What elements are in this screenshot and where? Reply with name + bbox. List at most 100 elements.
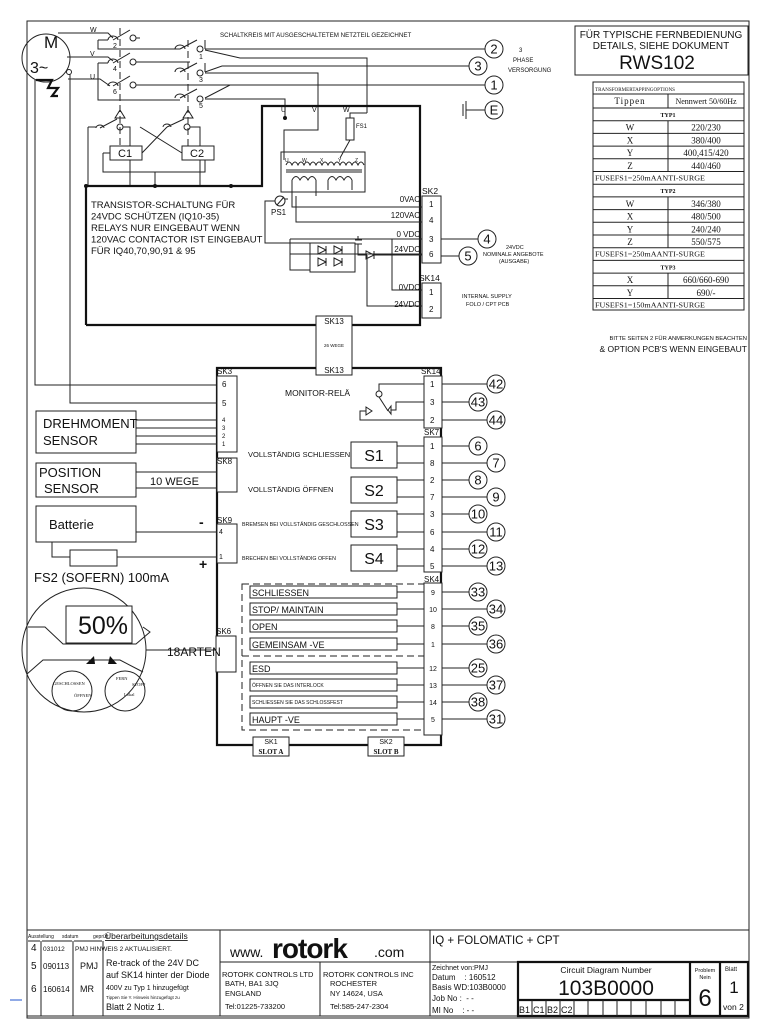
table-rating: 380/400: [691, 135, 721, 145]
position-sensor-box: [35, 462, 137, 498]
sk13-middle: 26 WEGE: [324, 343, 344, 348]
grid-cell: C1: [533, 1005, 545, 1015]
terminal-33: [468, 582, 488, 602]
transformer-tapping-table: TRANSFORMERTAPPINGOPTIONS Tippen Nennwert …: [592, 81, 745, 311]
display-value: 50%: [78, 612, 128, 640]
coil-c2-box: [181, 145, 215, 161]
terminal-25: [468, 658, 488, 678]
revision-date: 031012: [43, 946, 65, 953]
terminal-2: [484, 39, 504, 59]
terminal-label-34: 34: [489, 602, 503, 617]
motor-brake-icon: [36, 78, 61, 98]
tap-w: W: [302, 158, 307, 164]
table-header-rating: Nennwert 50/60Hz: [675, 97, 737, 106]
sk14-supply-pin: 1: [429, 288, 434, 297]
reference-box: [574, 25, 749, 76]
switch-s4: [350, 544, 398, 572]
circuit-number: 103B0000: [558, 977, 654, 1000]
position-cable-label: 10 WEGE: [150, 476, 199, 488]
selector-knob-left: [51, 670, 93, 712]
sk9-pin-4: 4: [219, 529, 223, 536]
switch-id: S2: [364, 483, 384, 500]
battery-plus: +: [199, 556, 207, 572]
sk4-input-box: [249, 661, 398, 675]
sk9-name: SK9: [217, 516, 233, 525]
supply-label-2: PHASE: [513, 58, 533, 64]
mi-no: MI No : - -: [432, 1006, 475, 1015]
switch-label: VOLLSTÄNDIG ÖFFNEN: [248, 485, 333, 494]
table-tap: Y: [627, 224, 634, 234]
sk4-input-label: SCHLIESSEN SIE DAS SCHLOSSFEST: [252, 700, 343, 706]
revision-by: PMJ: [75, 946, 88, 953]
sk7-pin: 5: [430, 562, 435, 571]
table-rating: 220/230: [691, 123, 721, 133]
company-us-line: ROCHESTER: [330, 979, 378, 988]
contact-label-2: 2: [113, 43, 117, 50]
sk14-supply-signal: 24VDC: [394, 300, 420, 309]
revision-by: PMJ: [80, 961, 98, 971]
sk2-pin: 6: [429, 250, 434, 259]
display-cable-label: 18ARTEN: [167, 645, 221, 659]
nominal-note-2: NOMINALE ANGEBOTE: [483, 252, 544, 258]
sk9-pin-1: 1: [219, 554, 223, 561]
contact-label-3: 3: [199, 77, 203, 84]
transistor-note-line: RELAYS NUR EINGEBAUT WENN: [91, 223, 240, 234]
drawing-date: Datum : 160512: [432, 973, 496, 982]
earth-icon: [462, 101, 485, 119]
switch-id: S3: [364, 517, 384, 534]
sk9-connector: [216, 523, 238, 564]
terminal-13: [486, 556, 506, 576]
terminal-label-35: 35: [471, 619, 485, 634]
internal-supply-1: INTERNAL SUPPLY: [462, 294, 512, 300]
revision-detail: 400V zu Typ 1 hinzugefügt: [106, 985, 189, 992]
company-uk-line: ENGLAND: [225, 989, 262, 998]
table-tap: W: [626, 199, 635, 209]
revision-number: 6: [31, 984, 37, 995]
revision-number: 5: [31, 961, 37, 972]
motor-label: M: [44, 33, 58, 52]
switch-label: VOLLSTÄNDIG SCHLIESSEN: [248, 450, 350, 459]
issue-label-1: Problem: [695, 968, 716, 974]
sk2-signal: 120VAC: [391, 211, 420, 220]
terminal-label-4: 4: [483, 232, 490, 247]
revision-date: 160614: [43, 985, 70, 994]
wire-motor-sk3-5: [69, 74, 217, 404]
terminal-label-36: 36: [489, 637, 503, 652]
company-uk-line: Tel:01225-733200: [225, 1002, 285, 1011]
fuse-fs1-label: FS1: [356, 124, 368, 130]
terminal-label-1: 1: [490, 78, 497, 93]
feed-w: [204, 49, 368, 113]
terminal-label-3: 3: [474, 59, 481, 74]
table-fuse: FUSEFS1=250mAANTI-SURGE: [595, 251, 705, 259]
table-tap: W: [626, 123, 635, 133]
slot-a-sk: SK1: [264, 739, 277, 746]
terminal-7: [486, 453, 506, 473]
terminal-42: [486, 374, 506, 394]
switch-id: S4: [364, 551, 384, 568]
sk13-top: SK13: [324, 317, 344, 326]
feed-label-v: V: [312, 107, 317, 114]
table-fuse: FUSEFS1=250mAANTI-SURGE: [595, 175, 705, 183]
transistor-note-line: 120VAC CONTACTOR IST EINGEBAUT: [91, 235, 263, 246]
wire-label-w: W: [90, 27, 97, 34]
logo-suffix: .com: [374, 944, 404, 960]
supply-line-1: [204, 84, 485, 99]
table-rating: 480/500: [691, 212, 721, 222]
motor-symbol: M 3~: [21, 33, 72, 98]
coil-c1-box: [109, 145, 143, 161]
sk7-pin: 8: [430, 459, 435, 468]
switch-id: S1: [364, 448, 384, 465]
basis-wd: Basis WD:103B0000: [432, 983, 506, 992]
sk14-supply-pin: 2: [429, 305, 434, 314]
terminal-label-25: 25: [471, 661, 485, 676]
table-title: TRANSFORMERTAPPINGOPTIONS: [595, 88, 675, 93]
sk4-pin: 1: [431, 642, 435, 649]
grid-cell: C2: [561, 1005, 573, 1015]
sk4-input-label: HAUPT -VE: [252, 715, 300, 725]
feed-u: [205, 98, 286, 118]
terminal-44: [486, 410, 506, 430]
terminal-label-43: 43: [471, 395, 485, 410]
revision-number: 4: [31, 943, 37, 954]
table-header-tap: Tippen: [614, 96, 645, 106]
wire-v: [67, 56, 114, 62]
